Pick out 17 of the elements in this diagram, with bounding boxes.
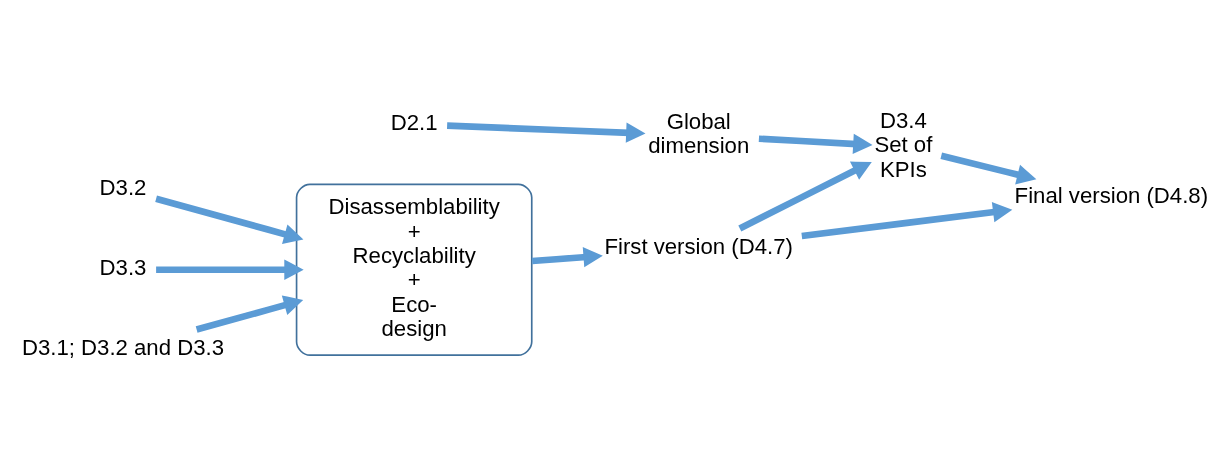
arrow bbox=[195, 294, 304, 333]
node-text: D2.1 bbox=[390, 109, 438, 135]
node-box: Disassemblability + Recyclability + Eco-design bbox=[295, 183, 533, 356]
arrow bbox=[940, 151, 1037, 184]
node-text: D3.4 Set of KPIs bbox=[874, 107, 933, 182]
node-text: D3.3 bbox=[99, 254, 147, 280]
node-text: Global dimension bbox=[648, 108, 750, 158]
node-text: D3.1; D3.2 and D3.3 bbox=[21, 334, 225, 360]
node-text: D3.2 bbox=[99, 174, 147, 200]
arrow bbox=[738, 161, 872, 231]
arrow bbox=[758, 133, 873, 154]
arrow bbox=[446, 121, 646, 143]
arrow bbox=[531, 246, 603, 267]
node-text: Final version (D4.8) bbox=[1014, 182, 1209, 208]
node-text: First version (D4.7) bbox=[604, 233, 793, 259]
arrow bbox=[155, 195, 304, 244]
arrow bbox=[801, 201, 1013, 239]
